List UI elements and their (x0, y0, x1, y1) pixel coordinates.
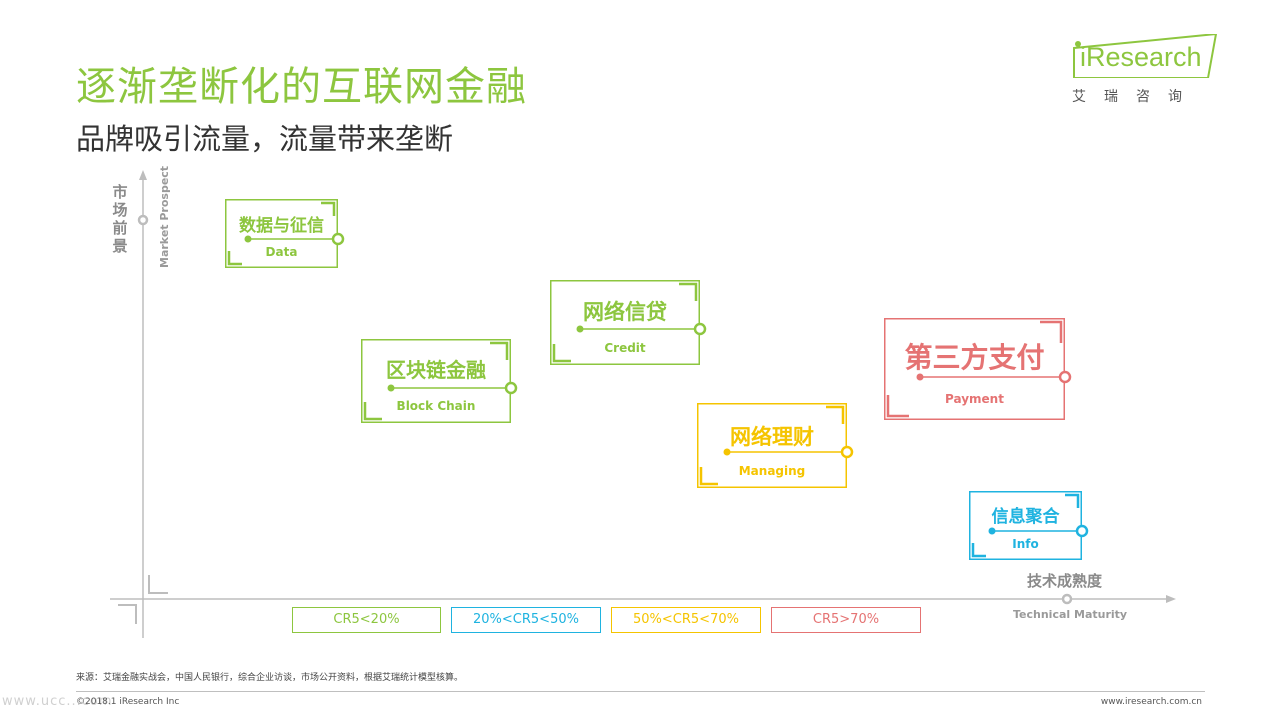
card-title-cn: 网络信贷 (583, 300, 667, 324)
x-axis-arrow (1166, 595, 1176, 603)
logo-wordmark: iResearch (1080, 42, 1202, 73)
corner-bracket-bottom-left (699, 467, 718, 486)
card-title-cn: 数据与征信 (239, 216, 324, 236)
origin-bracket-bottom (118, 604, 137, 624)
card-end-marker (504, 381, 518, 395)
card-title-en: Info (1012, 537, 1039, 551)
card-start-dot (916, 373, 924, 381)
page-subtitle: 品牌吸引流量，流量带来垄断 (76, 122, 454, 156)
y-axis-marker (137, 214, 149, 226)
corner-bracket-bottom-left (971, 543, 986, 558)
card-managing: 网络理财 Managing (697, 403, 854, 488)
card-title-en: Payment (945, 392, 1004, 406)
card-start-dot (244, 235, 252, 243)
logo-name: Research (1086, 42, 1202, 72)
card-frame (225, 199, 345, 268)
corner-bracket-bottom-left (363, 402, 382, 421)
card-start-dot (723, 448, 731, 456)
copyright: ©2018.1 iResearch Inc (76, 697, 180, 707)
legend-item: CR5>70% (771, 607, 921, 633)
corner-bracket-top-right (1040, 320, 1063, 343)
x-axis-label-en: Technical Maturity (1013, 608, 1128, 621)
card-title-en: Block Chain (396, 399, 476, 413)
corner-bracket-top-right (826, 405, 845, 424)
card-frame (361, 339, 518, 423)
corner-bracket-bottom-left (886, 395, 909, 418)
card-data: 数据与征信 Data (225, 199, 345, 268)
card-frame (884, 318, 1072, 420)
iresearch-logo: iResearch 艾瑞咨询 (1072, 34, 1218, 106)
card-title-en: Managing (738, 464, 806, 478)
card-end-marker (1058, 370, 1072, 384)
logo-prefix: i (1080, 42, 1086, 72)
legend-item: 50%<CR5<70% (611, 607, 761, 633)
logo-badge-shape (1073, 34, 1218, 78)
corner-bracket-top-right (1065, 493, 1080, 508)
x-axis-marker (1061, 593, 1073, 605)
card-start-dot (988, 527, 996, 535)
card-end-marker (331, 232, 345, 246)
card-frame (969, 491, 1089, 560)
card-title-cn: 区块链金融 (386, 358, 486, 382)
watermark: www.ucc...com (2, 694, 113, 709)
card-frame (697, 403, 854, 488)
legend-item: CR5<20% (292, 607, 441, 633)
y-axis-arrow (139, 170, 147, 180)
card-title-cn: 第三方支付 (904, 341, 1045, 374)
card-end-marker (1075, 524, 1089, 538)
corner-bracket-top-right (490, 341, 509, 360)
y-axis-label-cn: 市场前景 (112, 183, 128, 255)
card-border (697, 403, 847, 488)
card-end-marker (840, 445, 854, 459)
website-link[interactable]: www.iresearch.com.cn (1100, 697, 1202, 707)
corner-bracket-bottom-left (227, 251, 242, 266)
card-border (361, 339, 511, 423)
page-title: 逐渐垄断化的互联网金融 (76, 64, 527, 110)
card-blockchain: 区块链金融 Block Chain (361, 339, 518, 423)
card-credit: 网络信贷 Credit (550, 280, 707, 365)
corner-bracket-top-right (679, 282, 698, 301)
y-axis-label-en: Market Prospect (158, 165, 171, 268)
legend-item: 20%<CR5<50% (451, 607, 601, 633)
card-frame (550, 280, 707, 365)
corner-bracket-top-right (321, 201, 336, 216)
card-border (969, 491, 1082, 560)
source-note: 来源：艾瑞金融实战会，中国人民银行，综合企业访谈，市场公开资料，根据艾瑞统计模型… (76, 673, 464, 683)
card-border (884, 318, 1065, 420)
card-start-dot (387, 384, 395, 392)
card-border (550, 280, 700, 365)
card-title-en: Credit (604, 341, 646, 355)
origin-bracket-top (148, 575, 168, 594)
card-title-cn: 网络理财 (730, 425, 814, 449)
logo-chinese-name: 艾瑞咨询 (1072, 89, 1200, 105)
card-end-marker (693, 322, 707, 336)
card-info: 信息聚合 Info (969, 491, 1089, 560)
card-start-dot (576, 325, 584, 333)
x-axis-label-cn: 技术成熟度 (1027, 572, 1103, 590)
card-title-en: Data (265, 245, 298, 259)
card-title-cn: 信息聚合 (991, 507, 1060, 527)
corner-bracket-bottom-left (552, 344, 571, 363)
card-payment: 第三方支付 Payment (884, 318, 1072, 420)
footer-divider (76, 691, 1205, 692)
